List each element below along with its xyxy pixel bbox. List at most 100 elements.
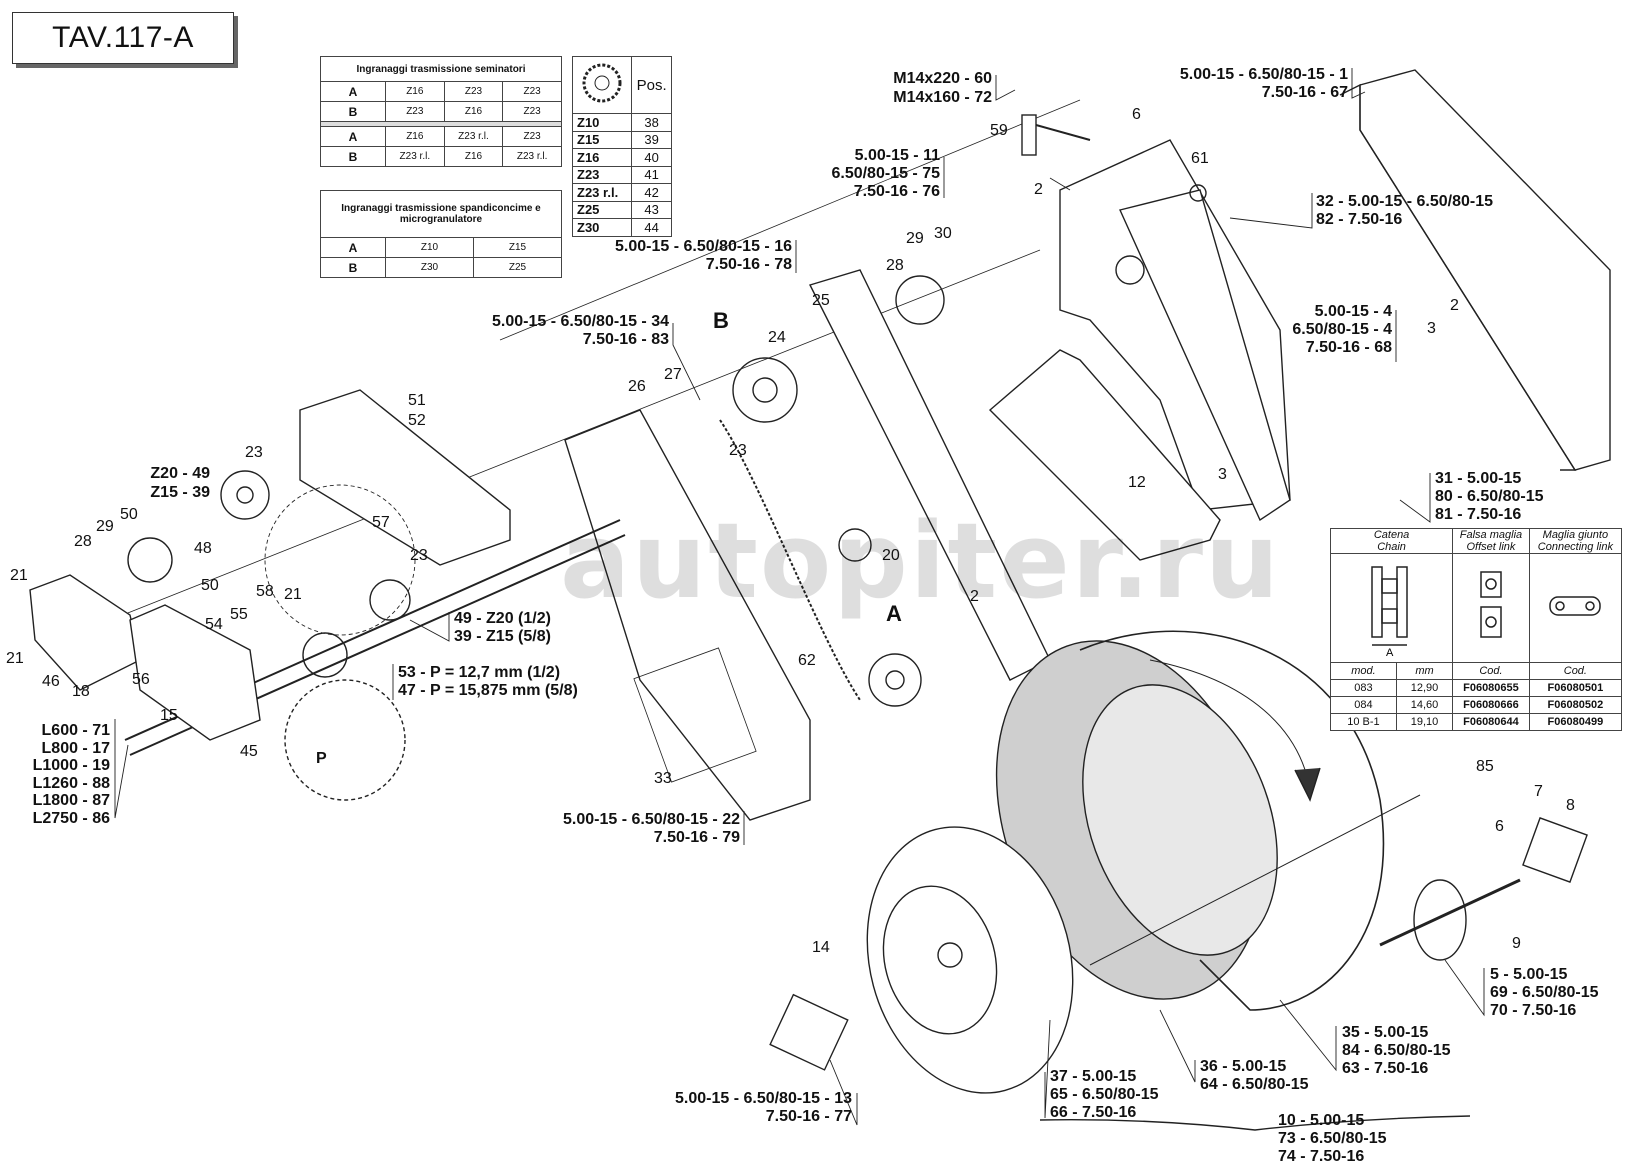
table-cell: Z10 [385, 237, 474, 258]
table-cell: Z30 [385, 257, 474, 278]
callout-label: 21 [10, 567, 28, 584]
table-cell: Z23 [571, 165, 633, 184]
drive-chain-part [719, 419, 861, 701]
table-cell: 38 [631, 113, 672, 132]
page-title: TAV.117-A [12, 12, 234, 64]
table-cell: 43 [631, 200, 672, 219]
callout-label: 25 [812, 292, 830, 309]
main-frame-part [1359, 69, 1611, 471]
callout-label: L1000 - 19 [32, 757, 110, 774]
table-cell: F06080644 [1452, 713, 1530, 731]
table-cell: 084 [1330, 696, 1397, 714]
callout-label: 28 [886, 257, 904, 274]
callout-label: 66 - 7.50-16 [1050, 1104, 1137, 1121]
table-cell: Z23 [502, 81, 562, 102]
callout-label: 47 - P = 15,875 mm (5/8) [398, 682, 578, 699]
callout-label: 57 [372, 514, 390, 531]
callout-label: 50 [201, 577, 219, 594]
callout-label: 62 [798, 652, 816, 669]
callout-label: 5.00-15 - 6.50/80-15 - 13 [674, 1090, 852, 1107]
callout-label: 5.00-15 - 4 [1314, 303, 1392, 320]
table-cell: 40 [631, 148, 672, 167]
fertilizer-table-header: Ingranaggi trasmissione spandiconcime e … [320, 190, 562, 238]
callout-label: 23 [729, 442, 747, 459]
table-row: A Z16 Z23 Z23 [320, 81, 562, 102]
callout-label: 81 - 7.50-16 [1435, 506, 1522, 523]
table-cell: F06080655 [1452, 679, 1530, 697]
callout-label: 32 - 5.00-15 - 6.50/80-15 [1316, 193, 1494, 210]
table-cell: B [320, 146, 386, 167]
table-cell: B [320, 257, 386, 278]
callout-label: 55 [230, 606, 248, 623]
callout-label: 15 [160, 707, 178, 724]
callout-label: 29 [96, 518, 114, 535]
callout-label: 7.50-16 - 79 [653, 829, 740, 846]
table-cell: Z23 [443, 81, 504, 102]
callout-label: 31 - 5.00-15 [1435, 470, 1522, 487]
table-row: B Z23 Z16 Z23 [320, 101, 562, 122]
gear-b-label: B [713, 308, 729, 333]
callout-label: 7.50-16 - 77 [765, 1108, 852, 1125]
table-cell: F06080666 [1452, 696, 1530, 714]
pos-header: Pos. [631, 56, 672, 114]
support-plate-part [129, 604, 261, 741]
callout-label: 74 - 7.50-16 [1278, 1148, 1365, 1165]
table-cell: Z16 [385, 126, 445, 147]
pitch-label: P [316, 750, 327, 767]
sprocket-icon [571, 56, 633, 114]
connecting-link-icon [1528, 553, 1623, 663]
table-cell: 14,60 [1395, 696, 1454, 714]
callout-label: M14x160 - 72 [893, 89, 992, 106]
callout-label: L1260 - 88 [32, 775, 110, 792]
callout-label: L1800 - 87 [32, 792, 110, 809]
table-cell: Z25 [571, 200, 633, 219]
table-cell: Z16 [571, 148, 633, 167]
chain-link-icon: A [1329, 553, 1454, 663]
table-cell: Z23 r.l. [443, 126, 504, 147]
table-cell: Z23 r.l. [571, 183, 633, 202]
table-cell: F06080501 [1528, 679, 1623, 697]
callout-label: 5.00-15 - 6.50/80-15 - 16 [614, 238, 792, 255]
callout-label: Z15 - 39 [150, 484, 210, 501]
table-cell: Z15 [473, 237, 562, 258]
table-cell: 41 [631, 165, 672, 184]
callout-label: 2 [970, 588, 979, 605]
chain-dim-label: A [1386, 647, 1394, 657]
table-row: B Z30 Z25 [320, 257, 562, 278]
callout-label: 27 [664, 366, 682, 383]
callout-label: 36 - 5.00-15 [1200, 1058, 1287, 1075]
callout-label: 35 - 5.00-15 [1342, 1024, 1429, 1041]
gear-cover-part [564, 409, 811, 821]
callout-label: 7.50-16 - 78 [705, 256, 792, 273]
callout-label: 82 - 7.50-16 [1316, 211, 1403, 228]
callout-label: 61 [1191, 150, 1209, 167]
callout-label: 63 - 7.50-16 [1342, 1060, 1429, 1077]
callout-label: 69 - 6.50/80-15 [1490, 984, 1599, 1001]
callout-label: 33 [654, 770, 672, 787]
callout-label: 7.50-16 - 68 [1305, 339, 1392, 356]
callout-label: 5.00-15 - 6.50/80-15 - 1 [1179, 66, 1348, 83]
callout-label: 9 [1512, 935, 1521, 952]
u-bracket-part [988, 349, 1221, 561]
fertilizer-gear-table: Ingranaggi trasmissione spandiconcime e … [320, 190, 562, 278]
callout-label: L600 - 71 [41, 722, 110, 739]
offset-link-icon [1452, 553, 1530, 663]
callout-label: 3 [1218, 466, 1227, 483]
callout-label: 3 [1427, 320, 1436, 337]
table-cell: 083 [1330, 679, 1397, 697]
callout-label: 21 [6, 650, 24, 667]
callout-label: 24 [768, 329, 786, 346]
sprocket-a [868, 653, 922, 707]
chain-col-cod: Cod. [1452, 662, 1530, 680]
callout-label: 5.00-15 - 6.50/80-15 - 22 [562, 811, 740, 828]
callout-label: 7.50-16 - 83 [582, 331, 669, 348]
